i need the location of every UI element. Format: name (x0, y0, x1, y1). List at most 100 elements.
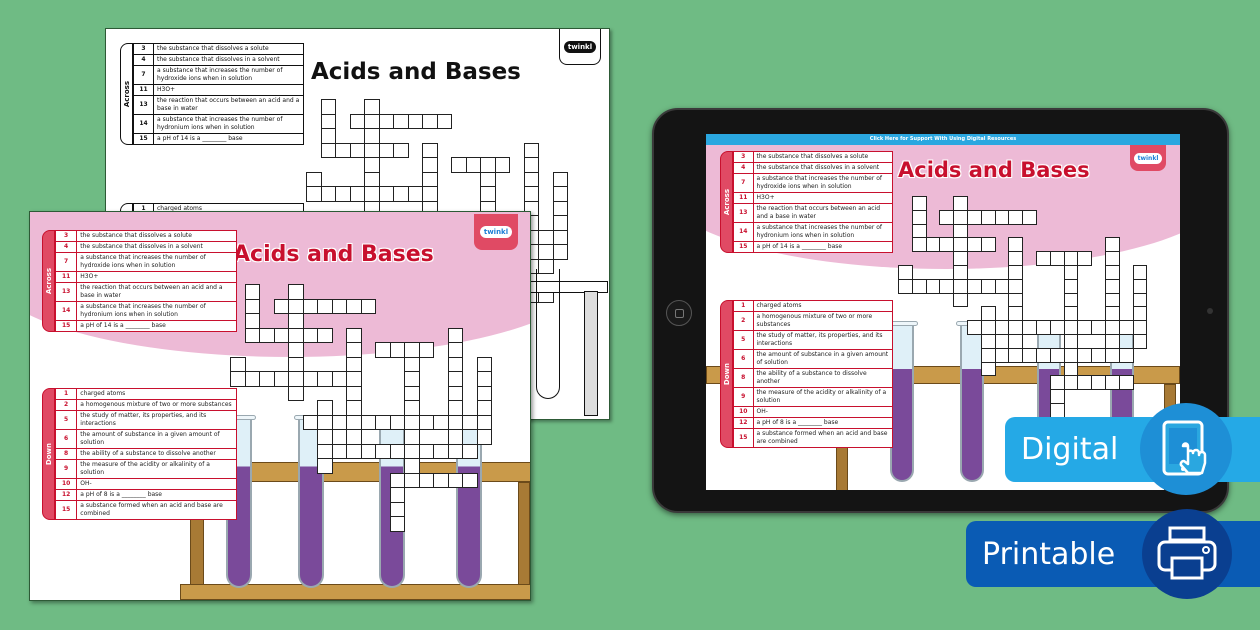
crossword-cell[interactable] (433, 414, 449, 430)
crossword-cell[interactable] (407, 113, 423, 129)
crossword-cell[interactable] (939, 237, 955, 253)
crossword-cell[interactable] (994, 320, 1010, 335)
crossword-cell[interactable] (346, 400, 362, 416)
crossword-cell[interactable] (404, 429, 420, 445)
crossword-cell[interactable] (320, 128, 336, 144)
crossword-cell[interactable] (433, 443, 449, 459)
crossword-cell[interactable] (422, 171, 438, 187)
crossword-cell[interactable] (1105, 292, 1120, 308)
crossword-cell[interactable] (523, 157, 539, 173)
crossword-cell[interactable] (259, 371, 275, 387)
crossword-cell[interactable] (389, 516, 405, 532)
crossword-cell[interactable] (1105, 251, 1120, 266)
crossword-cell[interactable] (360, 443, 376, 459)
crossword-cell[interactable] (404, 472, 420, 488)
crossword-cell[interactable] (230, 356, 246, 372)
crossword-cell[interactable] (346, 414, 362, 430)
crossword-cell[interactable] (378, 186, 394, 202)
crossword-cell[interactable] (953, 251, 968, 266)
crossword-cell[interactable] (230, 371, 246, 387)
crossword-cell[interactable] (1049, 403, 1065, 418)
crossword-cell[interactable] (462, 414, 478, 430)
crossword-cell[interactable] (346, 342, 362, 358)
crossword-cell[interactable] (364, 128, 380, 144)
crossword-cell[interactable] (317, 443, 333, 459)
crossword-cell[interactable] (302, 298, 318, 314)
crossword-cell[interactable] (273, 371, 289, 387)
crossword-cell[interactable] (939, 278, 955, 294)
crossword-cell[interactable] (404, 385, 420, 401)
crossword-cell[interactable] (433, 472, 449, 488)
crossword-cell[interactable] (346, 356, 362, 372)
crossword-cell[interactable] (480, 171, 496, 187)
crossword-cell[interactable] (523, 186, 539, 202)
crossword-cell[interactable] (447, 342, 463, 358)
crossword-cell[interactable] (953, 278, 968, 294)
crossword-cell[interactable] (953, 265, 968, 280)
crossword-cell[interactable] (447, 327, 463, 343)
crossword-cell[interactable] (1118, 320, 1134, 335)
crossword-cell[interactable] (1091, 320, 1106, 335)
crossword-cell[interactable] (346, 371, 362, 387)
crossword-cell[interactable] (1063, 320, 1079, 335)
crossword-cell[interactable] (447, 371, 463, 387)
crossword-cell[interactable] (375, 443, 391, 459)
crossword-cell[interactable] (953, 196, 968, 211)
crossword-cell[interactable] (1063, 361, 1079, 377)
crossword-cell[interactable] (967, 209, 982, 225)
crossword-cell[interactable] (317, 327, 333, 343)
crossword-cell[interactable] (346, 298, 362, 314)
crossword-cell[interactable] (1105, 375, 1120, 391)
crossword-cell[interactable] (994, 347, 1010, 363)
crossword-cell[interactable] (404, 443, 420, 459)
crossword-cell[interactable] (288, 371, 304, 387)
crossword-cell[interactable] (317, 298, 333, 314)
crossword-cell[interactable] (349, 113, 365, 129)
crossword-cell[interactable] (447, 356, 463, 372)
crossword-cell[interactable] (1063, 265, 1079, 280)
crossword-cell[interactable] (925, 237, 941, 253)
crossword-cell[interactable] (317, 371, 333, 387)
crossword-cell[interactable] (552, 186, 568, 202)
crossword-cell[interactable] (1049, 389, 1065, 404)
crossword-cell[interactable] (244, 313, 260, 329)
crossword-cell[interactable] (393, 186, 409, 202)
crossword-cell[interactable] (1049, 347, 1065, 363)
crossword-cell[interactable] (1008, 278, 1024, 294)
crossword-cell[interactable] (259, 327, 275, 343)
crossword-cell[interactable] (320, 99, 336, 115)
crossword-cell[interactable] (306, 171, 322, 187)
crossword-cell[interactable] (980, 278, 996, 294)
crossword-cell[interactable] (1022, 347, 1037, 363)
crossword-cell[interactable] (302, 371, 318, 387)
crossword-cell[interactable] (1008, 265, 1024, 280)
crossword-cell[interactable] (980, 334, 996, 349)
crossword-cell[interactable] (422, 186, 438, 202)
crossword-cell[interactable] (244, 327, 260, 343)
crossword-cell[interactable] (331, 298, 347, 314)
crossword-cell[interactable] (244, 371, 260, 387)
crossword-cell[interactable] (1063, 292, 1079, 308)
crossword-cell[interactable] (273, 327, 289, 343)
crossword-cell[interactable] (1077, 347, 1093, 363)
crossword-cell[interactable] (1008, 209, 1024, 225)
crossword-cell[interactable] (552, 171, 568, 187)
crossword-cell[interactable] (476, 356, 492, 372)
crossword-cell[interactable] (1105, 265, 1120, 280)
crossword-cell[interactable] (1049, 375, 1065, 391)
crossword-cell[interactable] (1008, 306, 1024, 322)
crossword-cell[interactable] (1022, 320, 1037, 335)
crossword-cell[interactable] (447, 443, 463, 459)
crossword-cell[interactable] (375, 414, 391, 430)
crossword-cell[interactable] (1008, 237, 1024, 253)
crossword-cell[interactable] (1049, 320, 1065, 335)
crossword-cell[interactable] (389, 414, 405, 430)
crossword-cell[interactable] (422, 142, 438, 158)
crossword-cell[interactable] (1132, 292, 1148, 308)
crossword-cell[interactable] (404, 458, 420, 474)
crossword-cell[interactable] (1091, 375, 1106, 391)
crossword-cell[interactable] (1063, 278, 1079, 294)
crossword-cell[interactable] (465, 157, 481, 173)
crossword-cell[interactable] (462, 472, 478, 488)
crossword-cell[interactable] (364, 186, 380, 202)
